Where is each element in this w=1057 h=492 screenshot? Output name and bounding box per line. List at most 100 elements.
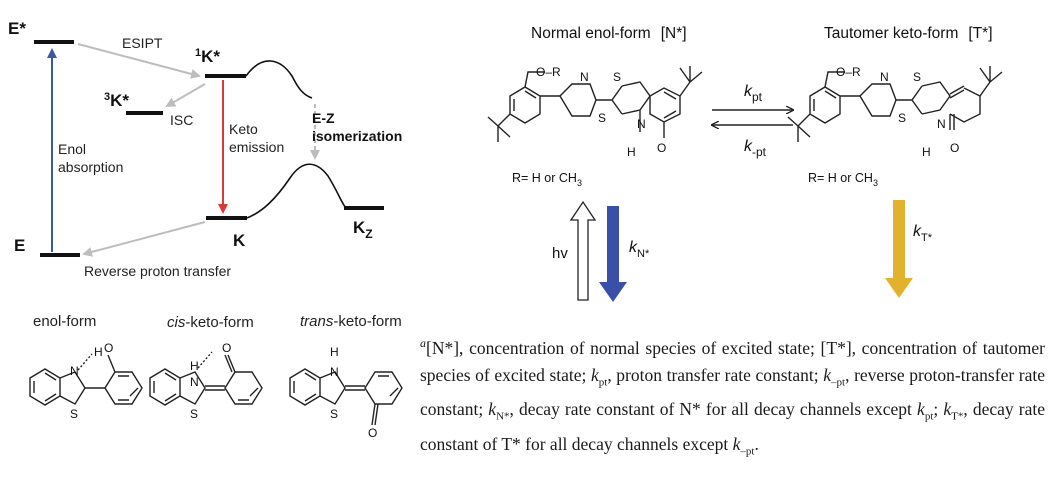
kpt-sub: pt <box>752 90 763 104</box>
caption-part-5: ; <box>933 399 944 420</box>
label-ez: E-Z <box>312 110 335 126</box>
kt-arrow <box>885 200 913 298</box>
tautomer-r-text: R= H or CH <box>808 171 873 185</box>
kn-label: kN* <box>629 239 650 260</box>
normal-n-top: N <box>580 70 589 84</box>
label-trans-rest: -keto-form <box>333 313 401 330</box>
cis-h-atom: H <box>190 359 199 373</box>
kt-sub: T* <box>921 232 933 244</box>
caption-k3-sub: N* <box>496 410 510 423</box>
form-labels: enol-form cis-keto-form trans-keto-form <box>33 313 402 331</box>
normal-s-top: S <box>613 70 621 84</box>
caption-part-1: [N*], concentration of normal species of… <box>420 337 1045 385</box>
ground-state-curve <box>246 163 347 219</box>
label-1k-star-sup: 1 <box>195 47 201 59</box>
trans-h-atom: H <box>330 345 339 359</box>
label-3k-star-main: K* <box>110 91 129 110</box>
label-trans-keto-form: trans-keto-form <box>300 313 402 330</box>
tautomer-tag: [T*] <box>968 25 992 42</box>
esipt-arrow <box>77 43 201 79</box>
label-1k-star: 1K* <box>195 47 220 66</box>
tautomer-keto-structure <box>787 66 1003 142</box>
kpt-label: kpt <box>744 83 763 104</box>
caption-k4: k <box>917 399 925 420</box>
label-keto: Keto <box>229 121 258 137</box>
label-kz: KZ <box>353 218 373 241</box>
hv-text: hv <box>552 245 568 262</box>
normal-r-sub: 3 <box>577 178 582 188</box>
label-cis-keto-form: cis-keto-form <box>167 314 254 331</box>
kn-k: k <box>629 239 638 256</box>
label-e-star: E* <box>8 19 26 38</box>
kn-sub: N* <box>637 248 650 260</box>
label-cis-italic: cis <box>167 314 186 331</box>
caption-k1: k <box>590 364 599 385</box>
normal-o-atom: O <box>657 141 666 155</box>
enol-form-structure <box>29 353 143 406</box>
normal-s-bot: S <box>598 111 606 125</box>
label-kz-sub: Z <box>365 227 372 241</box>
normal-n-bot: N <box>637 117 646 131</box>
label-isc: ISC <box>170 112 193 128</box>
trans-o-atom: O <box>368 426 377 440</box>
label-emission: emission <box>229 139 284 155</box>
label-cis-rest: -keto-form <box>185 314 253 331</box>
hv-label: hv <box>552 245 568 262</box>
tautomer-n-bot: N <box>937 117 946 131</box>
caption-part-6: , decay rate constant of T* for all deca… <box>420 399 1045 454</box>
caption-k4-sub: pt <box>924 410 934 423</box>
kt-k: k <box>913 223 922 240</box>
trans-n-atom: N <box>330 365 339 379</box>
tautomer-h-atom: H <box>922 145 931 159</box>
normal-h-atom: H <box>627 145 636 159</box>
enol-o-atom: O <box>104 341 113 355</box>
enol-n-atom: N <box>70 364 79 378</box>
label-1k-star-main: K* <box>201 47 220 66</box>
trans-s-atom: S <box>330 407 338 421</box>
caption-k2-sub: –pt <box>831 376 846 389</box>
tautomer-n-top: N <box>880 70 889 84</box>
label-absorption: absorption <box>58 159 123 175</box>
normal-title-text: Normal enol-form <box>531 25 651 42</box>
caption: a[N*], concentration of normal species o… <box>420 330 1045 465</box>
hv-arrow <box>569 200 597 301</box>
label-enol: Enol <box>58 141 86 157</box>
label-reverse-proton: Reverse proton transfer <box>84 263 231 279</box>
tautomer-title: Tautomer keto-form[T*] <box>824 25 993 42</box>
normal-r-text: R= H or CH <box>512 171 577 185</box>
caption-k5-sub: T* <box>951 410 964 423</box>
tautomer-r-sub: 3 <box>873 178 878 188</box>
kn-arrow <box>599 206 627 302</box>
normal-o-r: O–R <box>536 65 561 79</box>
kt-label: kT* <box>913 223 933 244</box>
cis-o-atom: O <box>222 341 231 355</box>
tautomer-o-atom: O <box>950 141 959 155</box>
label-enol-form: enol-form <box>33 313 96 330</box>
tautomer-s-bot: S <box>898 111 906 125</box>
reverse-proton-arrow <box>82 221 206 257</box>
cis-n-atom: N <box>190 375 199 389</box>
caption-part-7: . <box>754 433 759 454</box>
caption-part-4: , decay rate constant of N* for all deca… <box>509 399 918 420</box>
normal-enol-structure <box>487 66 703 142</box>
caption-k2: k <box>823 364 832 385</box>
caption-k1-sub: pt <box>598 376 608 389</box>
enol-h-atom: H <box>94 345 103 359</box>
caption-sup-a: a <box>420 336 426 350</box>
kmpt-k: k <box>744 138 753 155</box>
normal-r-label: R= H or CH3 <box>512 171 582 188</box>
energy-diagram: E* 1K* 3K* E K KZ ESIPT ISC Keto emissio… <box>8 19 402 279</box>
caption-k5: k <box>943 399 952 420</box>
kmpt-label: k-pt <box>744 138 767 159</box>
tautomer-o-r: O–R <box>836 65 861 79</box>
trans-keto-structure <box>289 368 403 426</box>
caption-k6-sub: –pt <box>740 445 755 458</box>
normal-tag: [N*] <box>661 25 687 42</box>
cis-s-atom: S <box>190 407 198 421</box>
label-3k-star: 3K* <box>104 91 129 110</box>
caption-k6: k <box>732 433 741 454</box>
label-kz-main: K <box>353 218 366 237</box>
label-e: E <box>14 236 25 255</box>
label-trans-italic: trans <box>300 313 334 330</box>
